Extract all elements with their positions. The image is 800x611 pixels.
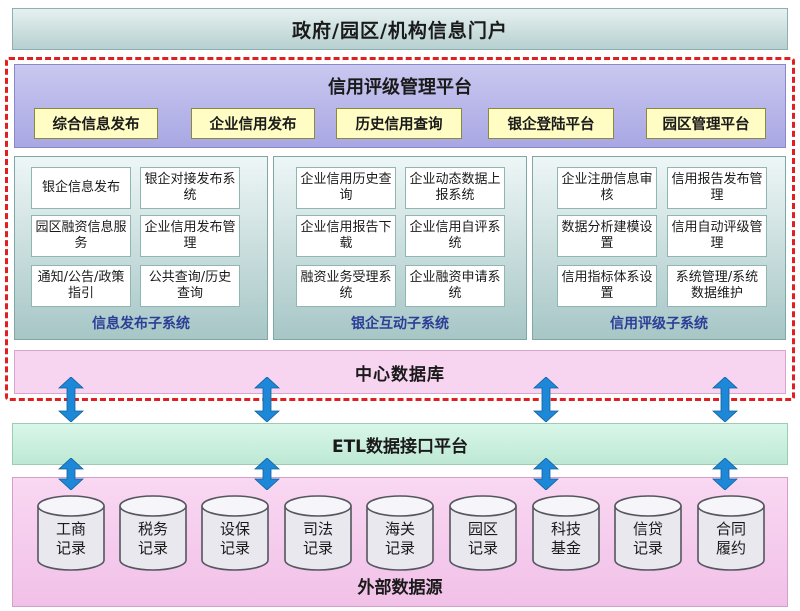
module-box[interactable]: 公共查询/历史查询 [140, 265, 240, 307]
platform-button-history-query[interactable]: 历史信用查询 [336, 108, 462, 139]
data-source-label: 工商记录 [36, 520, 106, 558]
module-box[interactable]: 信用报告发布管理 [667, 167, 767, 209]
data-source-label-line: 基金 [550, 539, 581, 557]
external-title: 外部数据源 [357, 578, 443, 598]
data-source-label: 海关记录 [365, 520, 435, 558]
data-source-label: 信贷记录 [613, 520, 683, 558]
module-box[interactable]: 园区融资信息服务 [31, 215, 131, 257]
portal-header: 政府/园区/机构信息门户 [12, 8, 788, 50]
platform-boundary-frame [5, 57, 795, 401]
bidirectional-arrow-icon [711, 457, 739, 491]
data-source-label: 税务记录 [118, 520, 188, 558]
etl-interface-platform: ETL数据接口平台 [12, 423, 788, 465]
module-box[interactable]: 企业信用发布管理 [140, 215, 240, 257]
data-source-cylinder: 设保记录 [200, 494, 270, 572]
data-source-label-line: 税务 [137, 520, 168, 538]
subsystem-title: 信息发布子系统 [92, 316, 190, 332]
platform-button-comprehensive-info[interactable]: 综合信息发布 [34, 108, 158, 139]
module-box[interactable]: 企业注册信息审核 [557, 167, 657, 209]
subsystem-credit-rating: 企业注册信息审核 信用报告发布管理 数据分析建模设置 信用自动评级管理 信用指标… [532, 156, 786, 340]
data-source-cylinder: 园区记录 [448, 494, 518, 572]
data-source-label-line: 记录 [384, 539, 415, 557]
data-source-label: 合同履约 [696, 520, 766, 558]
bidirectional-arrow-icon [57, 457, 85, 491]
data-source-cylinder: 合同履约 [696, 494, 766, 572]
data-source-label-line: 记录 [55, 539, 86, 557]
module-box[interactable]: 企业信用自评系统 [405, 215, 505, 257]
module-box[interactable]: 企业动态数据上报系统 [405, 167, 505, 209]
data-source-label-line: 科技 [550, 520, 581, 538]
subsystem-info-publish: 银企信息发布 银企对接发布系统 园区融资信息服务 企业信用发布管理 通知/公告/… [14, 156, 268, 340]
data-source-label: 司法记录 [283, 520, 353, 558]
central-database-title: 中心数据库 [355, 364, 445, 385]
data-source-label-line: 工商 [55, 520, 86, 538]
portal-title: 政府/园区/机构信息门户 [292, 19, 508, 42]
etl-title: ETL数据接口平台 [331, 436, 469, 457]
data-source-label: 科技基金 [531, 520, 601, 558]
data-source-cylinder: 税务记录 [118, 494, 188, 572]
module-box[interactable]: 系统管理/系统数据维护 [667, 265, 767, 307]
central-database: 中心数据库 [14, 350, 786, 394]
subsystem-bank-enterprise-interaction: 企业信用历史查询 企业动态数据上报系统 企业信用报告下载 企业信用自评系统 融资… [273, 156, 527, 340]
bidirectional-arrow-icon [57, 376, 85, 423]
data-source-cylinder: 科技基金 [531, 494, 601, 572]
data-source-label-line: 记录 [219, 539, 250, 557]
data-source-label: 设保记录 [200, 520, 270, 558]
data-source-label-line: 园区 [467, 520, 498, 538]
bidirectional-arrow-icon [253, 457, 281, 491]
module-box[interactable]: 银企信息发布 [31, 167, 131, 209]
data-source-label-line: 记录 [302, 539, 333, 557]
data-source-label-line: 合同 [715, 520, 746, 538]
platform-button-bank-login[interactable]: 银企登陆平台 [488, 108, 614, 139]
data-source-cylinder: 工商记录 [36, 494, 106, 572]
module-box[interactable]: 企业信用报告下载 [296, 215, 396, 257]
module-box[interactable]: 企业融资申请系统 [405, 265, 505, 307]
data-source-label-line: 记录 [632, 539, 663, 557]
data-source-label-line: 履约 [715, 539, 746, 557]
data-source-label-line: 记录 [137, 539, 168, 557]
platform-title: 信用评级管理平台 [328, 77, 472, 98]
module-box[interactable]: 信用指标体系设置 [557, 265, 657, 307]
module-box[interactable]: 通知/公告/政策指引 [31, 265, 131, 307]
data-source-label-line: 设保 [219, 520, 250, 538]
module-box[interactable]: 企业信用历史查询 [296, 167, 396, 209]
bidirectional-arrow-icon [532, 376, 560, 423]
subsystem-title: 银企互动子系统 [351, 316, 449, 332]
module-box[interactable]: 银企对接发布系统 [140, 167, 240, 209]
module-box[interactable]: 数据分析建模设置 [557, 215, 657, 257]
bidirectional-arrow-icon [532, 457, 560, 491]
module-box[interactable]: 信用自动评级管理 [667, 215, 767, 257]
data-source-label-line: 信贷 [632, 520, 663, 538]
data-source-cylinder: 海关记录 [365, 494, 435, 572]
data-source-label-line: 海关 [384, 520, 415, 538]
subsystem-title: 信用评级子系统 [610, 316, 708, 332]
bidirectional-arrow-icon [253, 376, 281, 423]
data-source-label-line: 记录 [467, 539, 498, 557]
data-source-cylinder: 司法记录 [283, 494, 353, 572]
data-source-cylinder: 信贷记录 [613, 494, 683, 572]
data-source-label-line: 司法 [302, 520, 333, 538]
module-box[interactable]: 融资业务受理系统 [296, 265, 396, 307]
platform-button-enterprise-credit[interactable]: 企业信用发布 [191, 108, 315, 139]
data-source-label: 园区记录 [448, 520, 518, 558]
platform-button-park-management[interactable]: 园区管理平台 [646, 108, 766, 139]
bidirectional-arrow-icon [711, 376, 739, 423]
